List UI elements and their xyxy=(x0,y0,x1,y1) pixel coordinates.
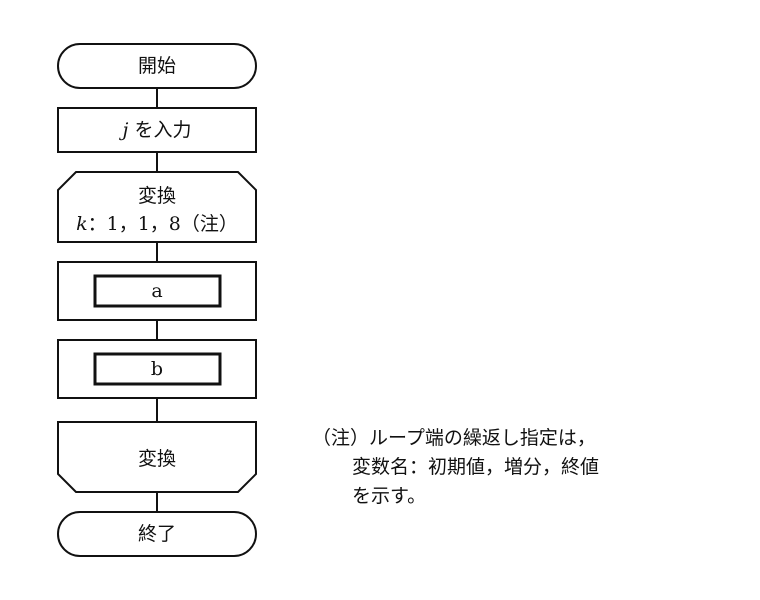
input-suffix: を入力 xyxy=(134,119,192,141)
start-terminator xyxy=(57,43,257,89)
input-label: j を入力 xyxy=(58,118,256,142)
process-a-label: a xyxy=(151,280,163,302)
process-b-label: b xyxy=(150,358,164,380)
loop-spec: k：1，1，8（注） xyxy=(58,212,256,236)
process-b-inner xyxy=(93,352,222,386)
loop-start-title: 変換 xyxy=(137,185,176,207)
end-label: 終了 xyxy=(137,523,176,545)
loop-variable: k xyxy=(76,213,88,235)
loop-end-shape xyxy=(57,421,257,493)
input-variable: j xyxy=(122,119,129,141)
process-a-outer xyxy=(57,261,257,321)
input-box xyxy=(57,107,257,153)
end-terminator xyxy=(57,511,257,557)
loop-end-title: 変換 xyxy=(137,448,176,470)
footnote-line-3: を示す。 xyxy=(352,485,427,507)
footnote: （注）ループ端の繰返し指定は， 変数名：初期値，増分，終値 を示す。 xyxy=(312,424,599,511)
loop-params: ：1，1，8（注） xyxy=(87,213,238,235)
loop-start-shape xyxy=(57,171,257,243)
process-a-inner xyxy=(93,274,222,308)
footnote-line-1: （注）ループ端の繰返し指定は， xyxy=(312,427,596,449)
footnote-line-2: 変数名：初期値，増分，終値 xyxy=(352,456,600,478)
process-b-outer xyxy=(57,339,257,399)
start-label: 開始 xyxy=(137,55,176,77)
